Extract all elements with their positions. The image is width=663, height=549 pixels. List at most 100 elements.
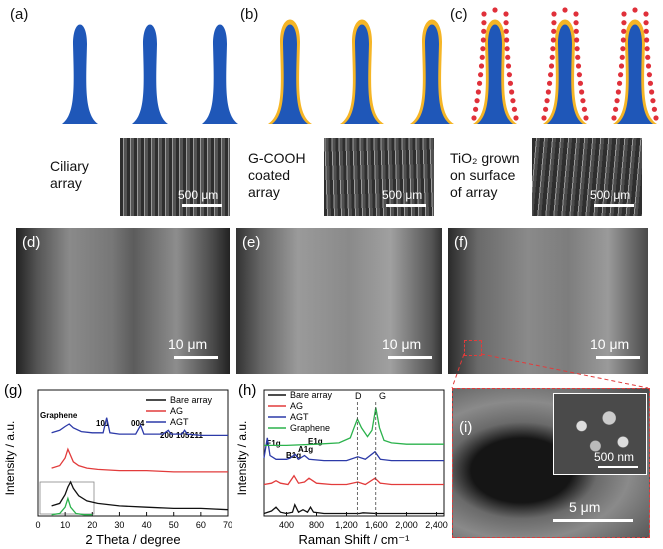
raman-series-agt [263,437,444,462]
tio2-particle [475,89,481,95]
tio2-particle [507,80,514,86]
tio2-particle [481,11,487,17]
zoom-region-box [464,340,482,356]
tio2-particle [550,46,556,52]
raman-series-bare-array [263,502,444,515]
tio2-particle [476,80,483,86]
tio2-particle [544,98,550,104]
panel-label-h: (h) [238,382,256,399]
raman-xtick-label: 400 [279,520,294,530]
raman-ylabel: Intensity / a.u. [235,421,249,496]
xrd-xtick-label: 20 [87,520,97,530]
sem-image-e: (e) 10 μm [236,228,442,374]
xrd-series-graphene [51,496,93,516]
xrd-legend: Bare array AG AGT [146,395,213,427]
tio2-particle [481,20,487,26]
tio2-particle [551,20,557,26]
tio2-particle [618,63,625,69]
tio2-particle [612,106,619,112]
sem-image-f: (f) 10 μm [448,228,648,374]
raman-annot-a1g: A1g [298,445,313,454]
tio2-particle [503,11,509,17]
xrd-series-bare-array [51,480,229,511]
tio2-particle [575,63,582,69]
xrd-legend-bare: Bare array [170,395,213,405]
tio2-particle [643,28,649,34]
panel-label-i: (i) [459,419,473,436]
tio2-particle [614,98,620,104]
tio2-particle [542,106,549,112]
scale-label-a: 500 μm [178,188,219,202]
tio2-particle [611,115,617,121]
xrd-graphene-inset [39,481,95,515]
tio2-particle [503,20,509,26]
raman-xtick-label: 1,600 [365,520,388,530]
xrd-xtick-label: 10 [60,520,70,530]
tio2-particle [509,89,515,95]
tio2-particle [541,115,547,121]
xrd-xlabel: 2 Theta / degree [85,532,180,547]
tio2-particle [513,115,519,121]
tio2-particle [506,72,513,78]
tio2-particle [510,98,516,104]
tio2-particle [550,37,556,43]
raman-legend-graphene: Graphene [290,423,330,433]
tio2-particle [646,72,653,78]
tio2-particle [644,46,650,52]
raman-series-ag [263,474,444,486]
panel-label-b: (b) [240,6,259,23]
tio2-particle [551,28,557,34]
inset-image: 500 nm [553,393,647,475]
raman-annot-e1g: E1g [266,439,281,448]
tio2-particle [619,54,625,60]
panel-label-c: (c) [450,6,468,23]
scale-label-b: 500 μm [382,188,423,202]
panel-label-a: (a) [10,6,29,23]
tio2-particle [643,11,649,17]
scale-label-d: 10 μm [168,336,208,352]
xrd-annot-graphene: Graphene [40,411,78,420]
tio2-particle [621,20,627,26]
tio2-particle [615,89,621,95]
xrd-xtick-label: 0 [35,520,40,530]
raman-xtick-label: 2,400 [425,520,448,530]
raman-annot-d: D [355,391,362,401]
xrd-legend-ag: AG [170,406,183,416]
tio2-particle [479,54,485,60]
tio2-particle [574,46,580,52]
xrd-xtick-label: 50 [169,520,179,530]
tio2-particle [581,106,588,112]
xrd-annot-101: 101 [96,419,110,428]
tio2-particle [574,37,580,43]
panel-label-e: (e) [242,234,261,251]
tio2-particle [644,37,650,43]
tio2-particle [547,72,554,78]
schematic-row [62,7,659,124]
tio2-particle [480,46,486,52]
xrd-ylabel: Intensity / a.u. [3,421,17,496]
tio2-particle [504,46,510,52]
tio2-particle [620,46,626,52]
tio2-particle [576,72,583,78]
tio2-particle [471,115,477,121]
raman-series-graphene [264,407,444,447]
raman-xtick-label: 2,000 [395,520,418,530]
xrd-xtick-label: 60 [196,520,206,530]
scale-label-f: 10 μm [590,336,630,352]
sem-image-a: 500 μm [120,138,230,216]
panel-label-g: (g) [4,382,22,399]
tio2-particle [503,28,509,34]
tio2-particle [575,54,581,60]
tio2-particle [511,106,518,112]
xrd-annot-105: 105 [176,431,190,440]
xrd-annot-200: 200 [160,431,174,440]
tio2-particle [621,11,627,17]
tio2-particle [620,37,626,43]
xrd-xtick-label: 70 [223,520,232,530]
raman-legend-ag: AG [290,401,303,411]
raman-xlabel: Raman Shift / cm⁻¹ [299,532,411,547]
xrd-legend-agt: AGT [170,417,189,427]
sem-image-d: (d) 10 μm [16,228,230,374]
sem-image-i: 500 nm (i) 5 μm [452,388,650,538]
